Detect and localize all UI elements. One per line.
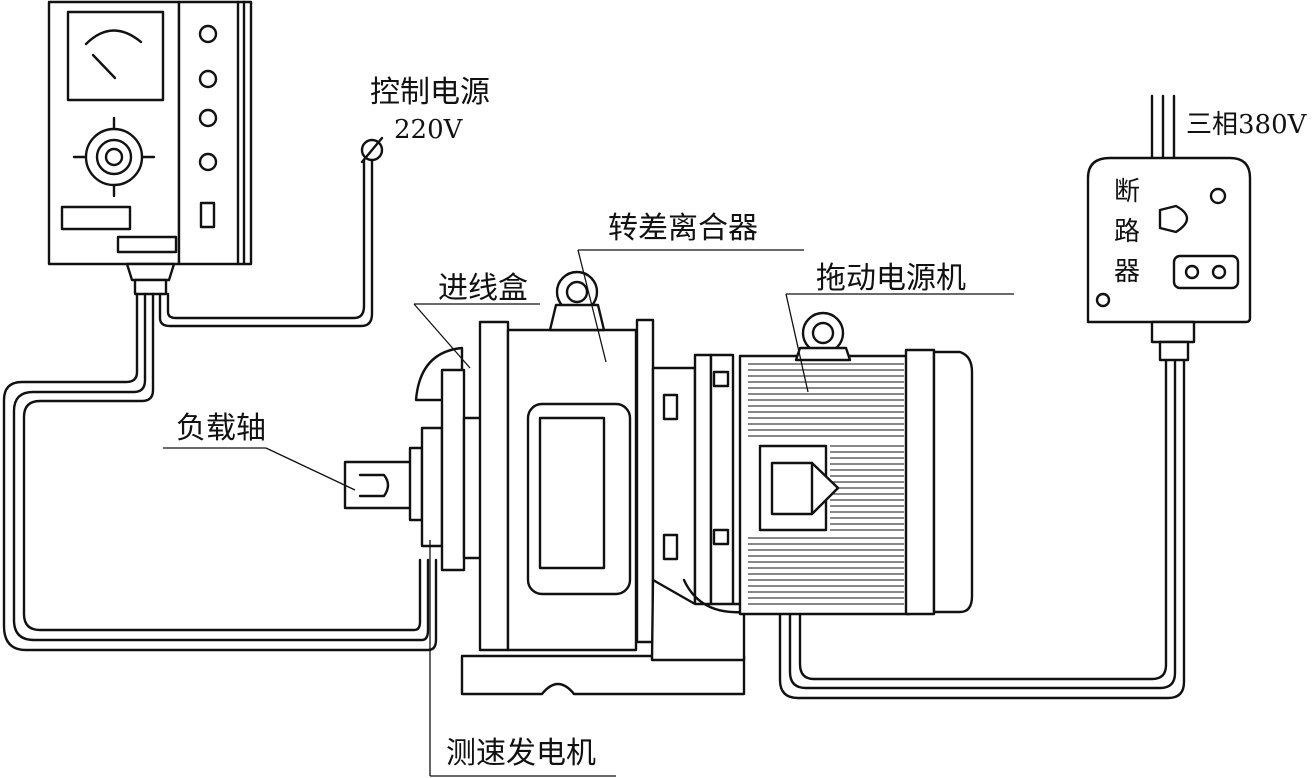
label-tacho-generator: 测速发电机 [446, 736, 596, 771]
tacho-generator [420, 426, 444, 548]
label-control-power: 控制电源 [370, 75, 490, 110]
speed-knob-icon [72, 116, 156, 198]
indicator-icon [198, 24, 218, 44]
label-junction-box: 进线盒 [438, 271, 528, 306]
meter-icon [66, 10, 165, 102]
controller-unit [47, 0, 253, 296]
label-breaker-3: 器 [1114, 257, 1140, 287]
circuit-breaker [1086, 156, 1252, 362]
load-shaft-assembly [343, 346, 484, 572]
load-shaft [343, 460, 413, 510]
indicator-icon [198, 69, 218, 89]
label-drive-motor: 拖动电源机 [816, 261, 966, 296]
nameplate-icon [60, 205, 132, 231]
drive-motor [738, 311, 974, 616]
slip-clutch [478, 270, 772, 662]
label-three-phase: 三相380V [1186, 110, 1308, 140]
switch-icon [199, 201, 216, 229]
annotations: 控制电源 220V 三相380V 断 路 器 转差离合器 进线盒 拖动电源机 负… [163, 75, 1308, 777]
label-control-voltage: 220V [394, 115, 464, 145]
indicator-icon [198, 152, 218, 172]
controller-front-panel [47, 0, 181, 266]
label-slip-clutch: 转差离合器 [608, 211, 758, 246]
label-breaker-1: 断 [1114, 177, 1140, 207]
machine-base [460, 654, 746, 696]
indicator-icon [198, 108, 218, 128]
label-load-shaft: 负载轴 [176, 411, 266, 446]
cables [2, 94, 1186, 700]
breaker-handle-icon [1158, 204, 1189, 234]
label-breaker-2: 路 [1114, 217, 1140, 247]
